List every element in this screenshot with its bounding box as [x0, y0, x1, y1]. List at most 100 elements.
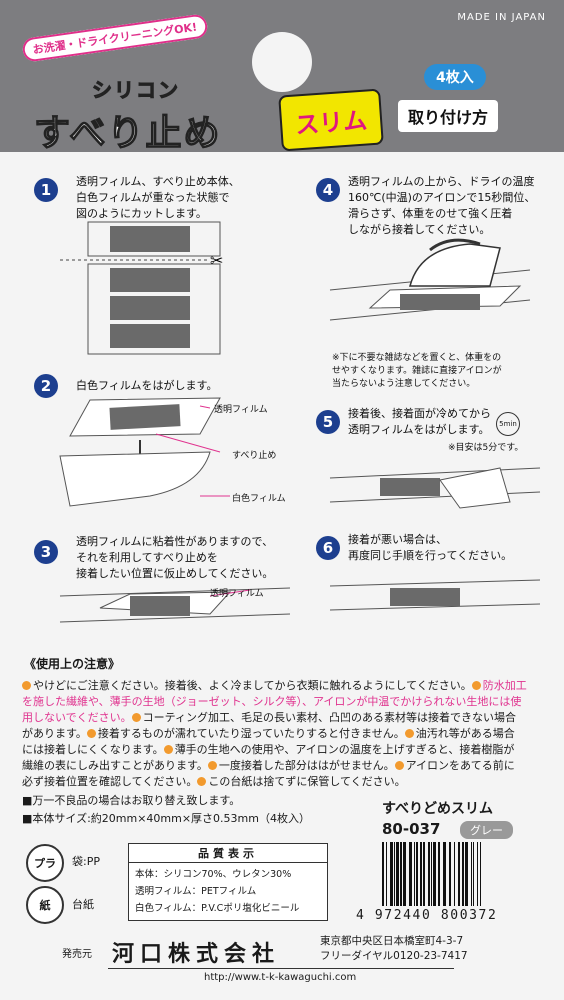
caution-line: 必ず接着位置を確認してください。この台紙は捨てずに保管してください。: [22, 774, 546, 790]
caution-text: やけどにご注意ください。接着後、よく冷ましてから衣類に触れるようにしてください。: [33, 679, 472, 692]
step-line: しながら接着してください。: [348, 223, 491, 236]
step-line: 白色フィルムが重なった状態で: [76, 191, 230, 204]
barcode-bar: [480, 842, 481, 906]
maker-name: 河口株式会社: [112, 942, 281, 967]
caution-body: やけどにご注意ください。接着後、よく冷ましてから衣類に触れるようにしてください。…: [22, 678, 546, 790]
step-line: 160℃(中温)のアイロンで15秒間位、: [348, 191, 536, 204]
barcode-bar: [433, 842, 436, 906]
step-line: 再度同じ手順を行ってください。: [348, 549, 513, 562]
maker-url[interactable]: http://www.t-k-kawaguchi.com: [204, 972, 357, 983]
step-number: 4: [316, 178, 340, 202]
step-line: 透明フィルム、すべり止め本体、: [76, 175, 240, 188]
pla-label: 袋:PP: [72, 855, 100, 868]
step-line: 滑らさず、体重をのせて強く圧着: [348, 207, 513, 220]
step3-illustration: [59, 587, 291, 623]
step-line: 白色フィルムをはがします。: [76, 379, 218, 392]
barcode-bar: [454, 842, 455, 906]
quality-title: 品質表示: [129, 844, 327, 863]
step-line: 透明フィルムに粘着性がありますので、: [76, 535, 274, 548]
caution-text: 用しないでください。: [22, 711, 132, 724]
quality-box: 品質表示 本体：シリコン70%、ウレタン30% 透明フィルム：PETフィルム 白…: [128, 843, 328, 921]
quality-line: 透明フィルム：PETフィルム: [135, 886, 257, 897]
barcode-bar: [414, 842, 415, 906]
made-in-label: MADE IN JAPAN: [457, 12, 546, 23]
step-text: 透明フィルムの上から、ドライの温度 160℃(中温)のアイロンで15秒間位、 滑…: [348, 174, 535, 238]
barcode-bar: [390, 842, 393, 906]
bullet-dot-icon: [163, 745, 173, 754]
barcode-bar: [394, 842, 395, 906]
caution-text: 接着するものが濡れていたり湿っていたりすると付きません。: [97, 727, 405, 740]
barcode-bar: [423, 842, 425, 906]
note-line: ※下に不要な雑誌などを置くと、体重をの: [332, 353, 502, 363]
caution-text: があります。: [22, 727, 87, 740]
note-line: せやすくなります。雑誌に直接アイロンが: [332, 366, 502, 376]
caution-text: 油汚れ等がある場合: [415, 727, 515, 740]
step-line: 接着したい位置に仮止めしてください。: [76, 567, 274, 580]
bullet-dot-icon: [404, 729, 414, 738]
caution-line: 用しないでください。コーティング加工、毛足の長い素材、凸凹のある素材等は接着でき…: [22, 710, 546, 726]
barcode-bar: [409, 842, 412, 906]
slim-badge: スリム: [278, 88, 384, 152]
step2-illustration: [59, 397, 230, 507]
header-band: MADE IN JAPAN お洗濯・ドライクリーニングOK! シリコン すべり止…: [0, 0, 564, 155]
caution-text: コーティング加工、毛足の長い素材、凸凹のある素材等は接着できない場合: [142, 711, 517, 724]
caution-text: 必ず接着位置を確認してください。: [22, 775, 198, 788]
step-text: 透明フィルム、すべり止め本体、 白色フィルムが重なった状態で 図のようにカットし…: [76, 174, 240, 222]
caution-line: には接着しにくくなります。薄手の生地への使用や、アイロンの温度を上げすぎると、接…: [22, 742, 546, 758]
step-text: 白色フィルムをはがします。: [76, 378, 217, 394]
step-line: 透明フィルムをはがします。: [348, 423, 490, 436]
brand-title: すべり止め: [33, 112, 222, 154]
bullet-dot-icon: [471, 681, 481, 690]
size-note: ■本体サイズ:約20mm×40mm×厚さ0.53mm（4枚入）: [22, 812, 310, 825]
barcode-bar: [400, 842, 402, 906]
slim-label: スリム: [294, 106, 369, 139]
barcode-bar: [473, 842, 474, 906]
step-number: 3: [34, 540, 58, 564]
bullet-dot-icon: [394, 761, 404, 770]
color-badge: グレー: [460, 821, 513, 839]
pla-mark: プラ: [34, 857, 56, 870]
barcode-bar: [477, 842, 478, 906]
iron-icon: [409, 243, 501, 287]
brand-subtitle: シリコン: [92, 78, 180, 103]
step1-illustration: ✂: [60, 221, 223, 355]
product-code: 80-037: [382, 820, 441, 838]
caution-line: があります。接着するものが濡れていたり湿っていたりすると付きません。油汚れ等があ…: [22, 726, 546, 742]
hang-hole: [252, 32, 312, 92]
caution-text: には接着しにくくなります。: [22, 743, 164, 756]
step4-note: ※下に不要な雑誌などを置くと、体重をの せやすくなります。雑誌に直接アイロンが …: [332, 352, 502, 391]
step-text: 接着が悪い場合は、 再度同じ手順を行ってください。: [348, 532, 512, 564]
caution-title: 《使用上の注意》: [24, 657, 121, 671]
caution-text: を施した繊維や、薄手の生地（ジョーゼット、シルク等）、アイロンが中温でかけられな…: [22, 695, 522, 708]
address-line: 東京都中央区日本橋室町4-3-7: [320, 935, 464, 947]
caution-text: 一度接着した部分ははがせません。: [218, 759, 395, 772]
step-number: 1: [34, 178, 58, 202]
quality-line: 白色フィルム：P.V.Cポリ塩化ビニール: [135, 903, 300, 914]
freedial-line: フリーダイヤル0120-23-7417: [320, 950, 468, 962]
caution-line: を施した繊維や、薄手の生地（ジョーゼット、シルク等）、アイロンが中温でかけられな…: [22, 694, 546, 710]
step-number: 2: [34, 374, 58, 398]
caution-text: 繊維の表にしみ出すことがあります。: [22, 759, 208, 772]
barcode-bar: [386, 842, 387, 906]
maker-address: 東京都中央区日本橋室町4-3-7 フリーダイヤル0120-23-7417: [320, 934, 468, 964]
note-line: 当たらないよう注意してください。: [332, 379, 476, 389]
replacement-note: ■万一不良品の場合はお取り替え致します。: [22, 794, 241, 807]
bullet-dot-icon: [207, 761, 217, 770]
caution-line: 繊維の表にしみ出すことがあります。一度接着した部分ははがせません。アイロンをあて…: [22, 758, 546, 774]
step6-illustration: [329, 579, 541, 611]
caution-line: やけどにご注意ください。接着後、よく冷ましてから衣類に触れるようにしてください。…: [22, 678, 546, 694]
barcode-bar: [382, 842, 384, 906]
quality-line: 本体：シリコン70%、ウレタン30%: [135, 869, 292, 880]
timer-icon: 5min: [496, 412, 520, 436]
barcode-bar: [420, 842, 422, 906]
paper-mark: 紙: [39, 899, 51, 912]
barcode-bar: [438, 842, 440, 906]
maker-label: 発売元: [62, 949, 92, 960]
barcode: [382, 842, 481, 906]
barcode-bar: [428, 842, 430, 906]
caution-text: 薄手の生地への使用や、アイロンの温度を上げすぎると、接着樹脂が: [174, 743, 515, 756]
barcode-bar: [396, 842, 399, 906]
paper-recycle-icon: 紙: [26, 886, 64, 924]
barcode-bar: [403, 842, 406, 906]
barcode-bar: [449, 842, 451, 906]
